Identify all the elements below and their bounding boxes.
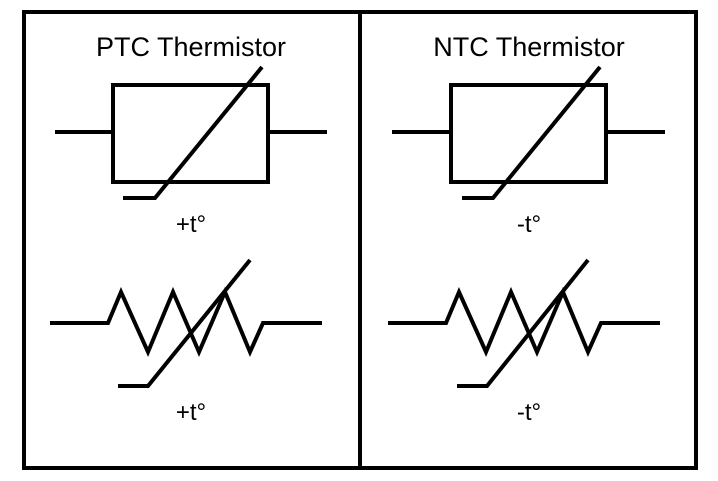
ptc-box-label: +t° [176,211,206,238]
ntc-box-body [449,83,608,184]
ntc-panel: NTC Thermistor -t° -t° [388,32,665,426]
ptc-box-symbol [55,65,327,200]
ntc-title: NTC Thermistor [433,32,625,62]
ptc-zigzag-label: +t° [176,399,206,426]
ptc-title: PTC Thermistor [96,32,286,62]
ptc-box-body [111,83,270,184]
ntc-zigzag-thermal-arrow [457,258,590,388]
ptc-box-thermal-arrow [123,65,264,200]
ntc-box-symbol [392,65,665,200]
ptc-zigzag-thermal-arrow [118,258,252,388]
ptc-zigzag-symbol [50,258,322,388]
ntc-zigzag-resistor [388,286,660,358]
ntc-zigzag-label: -t° [517,399,541,426]
ptc-panel: PTC Thermistor +t° +t° [50,32,327,426]
ntc-box-label: -t° [517,211,541,238]
ntc-box-thermal-arrow [462,65,602,200]
ntc-zigzag-symbol [388,258,660,388]
ptc-zigzag-resistor [50,286,322,358]
